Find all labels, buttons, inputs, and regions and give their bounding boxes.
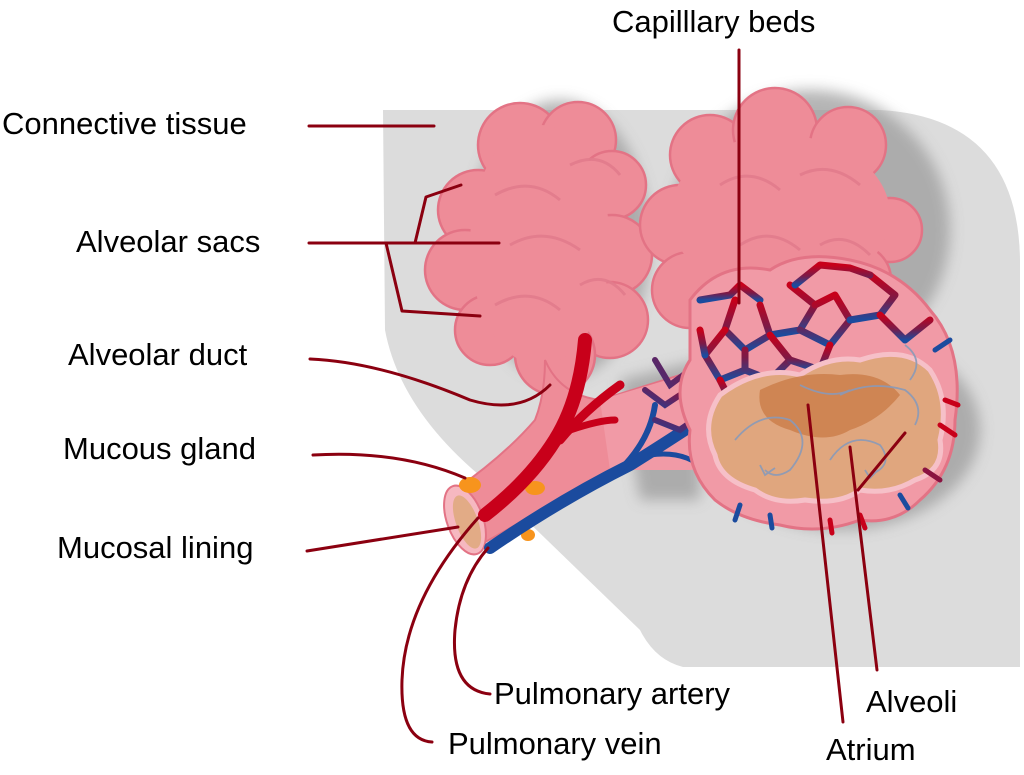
leader-pulmonary-artery [452,546,492,696]
leader-mucous-gland [311,452,467,480]
mucosal-lining-shape [452,495,482,549]
leader-alveolar-duct [308,357,552,407]
alveolar-sac-left-folds [494,157,627,312]
label-capillary-beds: Capilllary beds [612,4,816,39]
alveolar-sac-right-fill [670,135,890,295]
alveolar-sac-right-folds [719,167,872,257]
leader-mucosal-lining [305,525,460,553]
mucous-gland-icon [459,477,481,493]
leader-alveolar-sacs-down [384,241,482,318]
label-pulmonary-vein: Pulmonary vein [448,726,662,761]
label-mucosal-lining: Mucosal lining [57,530,254,565]
label-mucous-gland: Mucous gland [63,431,257,466]
label-atrium: Atrium [826,732,916,767]
leader-alveoli [848,445,879,672]
leader-alveoli-branch [856,431,907,492]
label-connective-tissue: Connective tissue [2,106,247,141]
leader-atrium [806,403,845,724]
airflow-arrows [734,344,920,480]
atrium-dark-core [759,374,900,438]
leader-pulmonary-vein [400,516,480,744]
rim-vessels [732,337,961,536]
leader-alveolar-sacs-up [413,183,463,245]
alveolus-cutaway [678,255,961,536]
label-alveolar-duct: Alveolar duct [68,337,248,372]
pulmonary-artery-vessel [478,333,625,522]
alveolar-sac-left-fill [470,125,610,365]
leader-lines [305,48,907,744]
label-alveoli: Alveoli [866,684,958,719]
label-alveolar-sacs: Alveolar sacs [76,224,261,259]
label-pulmonary-artery: Pulmonary artery [494,676,731,711]
